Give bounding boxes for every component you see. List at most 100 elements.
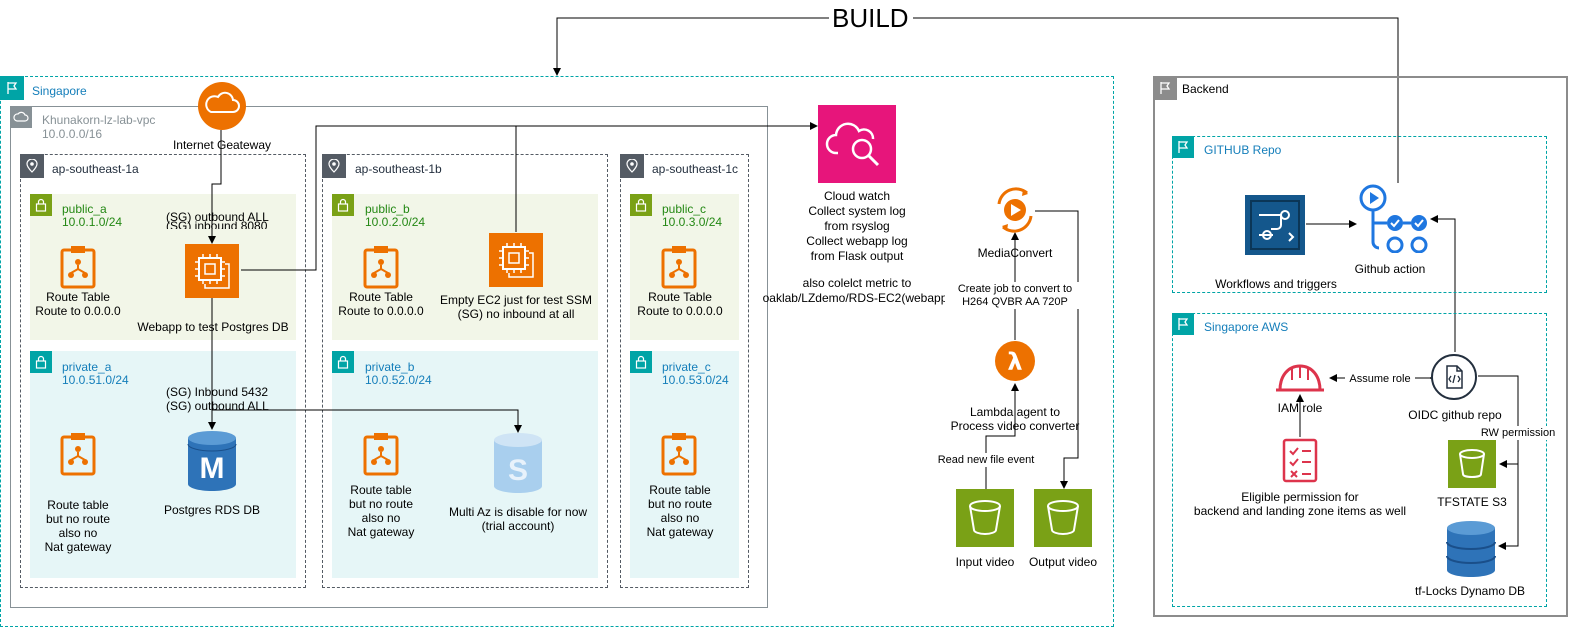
route-table-icon	[660, 245, 698, 289]
route-private-a-line3: also no	[58, 526, 98, 540]
az-1a-label: ap-southeast-1a	[52, 162, 139, 176]
backend-label: Backend	[1182, 82, 1229, 96]
route-table-icon	[59, 432, 97, 476]
github-action-icon[interactable]	[1357, 183, 1431, 254]
github-repo-label: GITHUB Repo	[1204, 143, 1282, 157]
az-pin-icon	[620, 154, 644, 178]
rds-database-icon[interactable]: M	[187, 430, 237, 492]
private-b-name: private_b	[365, 360, 415, 374]
ec2-empty-icon[interactable]	[489, 233, 543, 287]
route-private-b-line1: Route table	[350, 483, 412, 497]
create-job-line1: Create job to convert to	[945, 282, 1085, 296]
lock-icon	[30, 194, 52, 216]
route-table-icon	[362, 245, 400, 289]
lambda-line1: Lambda agent to	[969, 405, 1061, 419]
input-video-label: Input video	[955, 555, 1015, 569]
output-video-label: Output video	[1028, 555, 1098, 569]
svg-text:S: S	[508, 454, 528, 487]
assume-role-label: Assume role	[1345, 372, 1415, 386]
route-private-a-line1: Route table	[47, 498, 109, 512]
rw-permission-label: RW permission	[1478, 426, 1558, 440]
build-label: BUILD	[832, 3, 909, 33]
route-public-c-line1: Route Table	[648, 290, 712, 304]
tflocks-label: tf-Locks Dynamo DB	[1414, 584, 1526, 598]
s3-bucket-icon[interactable]	[956, 489, 1014, 547]
eligible-line1: Eligible permission for	[1241, 490, 1359, 504]
lock-icon	[630, 351, 652, 373]
empty-ec2-line1: Empty EC2 just for test SSM	[439, 293, 593, 307]
route-private-a-line2: but no route	[45, 512, 111, 526]
az-1c-label: ap-southeast-1c	[652, 162, 739, 176]
route-table-icon	[59, 245, 97, 289]
lock-icon	[630, 194, 652, 216]
route-private-a-line4: Nat gateway	[44, 540, 112, 554]
vpc-container	[10, 106, 768, 608]
lock-icon	[332, 194, 354, 216]
github-repo-flag-icon	[1172, 136, 1194, 158]
az-pin-icon	[20, 154, 44, 178]
region-flag-icon	[0, 76, 24, 100]
subnet-private-b	[332, 351, 598, 578]
sg-private-outbound: (SG) outbound ALL	[166, 399, 269, 413]
az-1a	[20, 154, 306, 588]
iam-role-icon[interactable]	[1272, 360, 1328, 394]
route-table-icon	[660, 432, 698, 476]
oidc-label: OIDC github repo	[1408, 408, 1502, 422]
route-private-c-line2: but no route	[647, 497, 713, 511]
cloudwatch-line	[750, 264, 964, 276]
s3-tfstate-icon[interactable]	[1448, 440, 1496, 488]
iam-role-label: IAM role	[1277, 401, 1323, 415]
ec2-webapp-icon[interactable]	[185, 244, 239, 298]
az-pin-icon	[322, 154, 346, 178]
route-public-a-line1: Route Table	[46, 290, 110, 304]
cloudwatch-line: oaklab/LZdemo/RDS-EC2(webapp)	[762, 291, 952, 305]
subnet-public-c	[630, 194, 739, 340]
singapore-label: Singapore	[32, 84, 87, 98]
github-action-label: Github action	[1354, 262, 1426, 276]
route-public-a-line2: Route to 0.0.0.0	[35, 304, 121, 318]
postgres-label: Postgres RDS DB	[163, 503, 261, 517]
cloudwatch-line: also colelct metric to	[802, 276, 912, 290]
mediaconvert-icon[interactable]	[990, 185, 1040, 235]
public-c-name: public_c	[662, 202, 707, 216]
webapp-label: Webapp to test Postgres DB	[137, 320, 289, 334]
oidc-icon[interactable]	[1430, 353, 1478, 401]
private-c-cidr: 10.0.53.0/24	[662, 373, 729, 387]
cloudwatch-icon[interactable]	[818, 105, 896, 183]
cloudwatch-line: from rsyslog	[824, 219, 890, 233]
route-private-c-line3: also no	[660, 511, 700, 525]
az-1b	[322, 154, 608, 588]
sg-private-inbound: (SG) Inbound 5432	[166, 385, 269, 399]
vpc-cidr: 10.0.0.0/16	[42, 127, 103, 141]
checklist-icon	[1282, 437, 1318, 483]
route-public-c-line2: Route to 0.0.0.0	[637, 304, 723, 318]
workflows-icon[interactable]	[1245, 195, 1305, 255]
private-a-name: private_a	[62, 360, 112, 374]
az-1c	[620, 154, 749, 588]
az-1b-label: ap-southeast-1b	[355, 162, 442, 176]
sg-outbound-label: (SG) outbound ALL	[166, 210, 269, 224]
svg-text:λ: λ	[1007, 348, 1022, 376]
private-c-name: private_c	[662, 360, 711, 374]
cloudwatch-line: Collect system log	[808, 204, 906, 218]
lambda-line2: Process video converter	[950, 419, 1080, 433]
subnet-public-b	[332, 194, 598, 340]
singapore-aws-flag-icon	[1172, 313, 1194, 335]
s3-bucket-icon[interactable]	[1034, 489, 1092, 547]
internet-gateway-label: Internet Geateway	[172, 138, 272, 152]
create-job-line2: H264 QVBR AA 720P	[945, 295, 1085, 309]
public-a-name: public_a	[62, 202, 107, 216]
public-b-name: public_b	[365, 202, 410, 216]
lock-icon	[332, 351, 354, 373]
workflows-label: Workflows and triggers	[1215, 277, 1337, 291]
multi-az-line1: Multi Az is disable for now	[448, 505, 588, 519]
dynamodb-icon[interactable]	[1445, 520, 1497, 578]
public-b-cidr: 10.0.2.0/24	[365, 215, 426, 229]
singapore-region	[0, 76, 1114, 627]
private-b-cidr: 10.0.52.0/24	[365, 373, 432, 387]
tfstate-label: TFSTATE S3	[1437, 495, 1507, 509]
sg-inbound-label: (SG) inbound 8080	[166, 219, 268, 229]
route-public-b-line2: Route to 0.0.0.0	[338, 304, 424, 318]
lambda-icon[interactable]: λ	[995, 341, 1035, 381]
route-table-icon	[362, 432, 400, 476]
